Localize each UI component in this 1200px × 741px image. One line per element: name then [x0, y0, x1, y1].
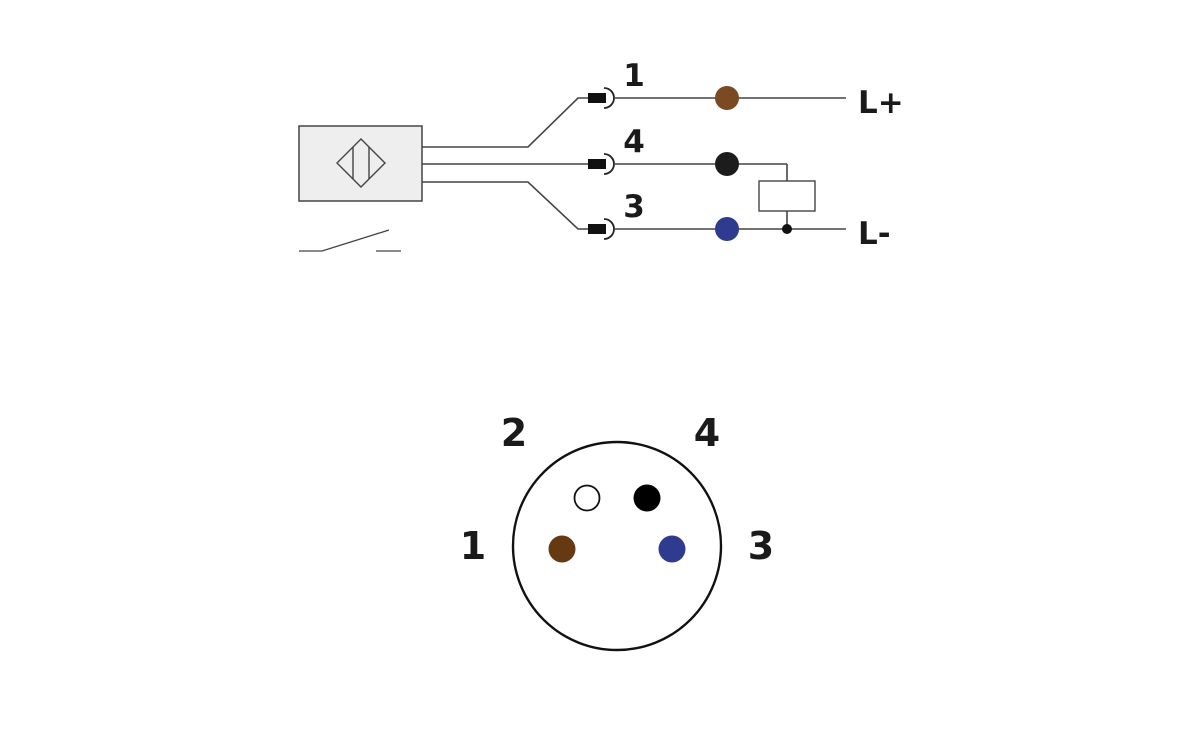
wire-1: 1 L+: [422, 58, 904, 148]
connector-plug-4: [588, 159, 606, 169]
wire-color-dot-4: [715, 152, 739, 176]
connector-pin-label-1: 1: [460, 524, 486, 568]
wire-4: 4: [422, 124, 788, 181]
supply-label-plus: L+: [858, 85, 904, 121]
connector-pin-2: [573, 484, 601, 512]
connector-pin-4: [633, 484, 661, 512]
connector-plug-1: [588, 93, 606, 103]
connector-pin-label-2: 2: [501, 411, 527, 455]
inductive-sensor-diamond-icon: [336, 138, 386, 188]
supply-label-minus: L-: [858, 216, 891, 252]
wire-3: 3 L-: [422, 181, 891, 252]
normally-open-switch-icon: [299, 229, 401, 252]
connector-plug-3: [588, 224, 606, 234]
connector-face: 2 4 1 3: [460, 411, 774, 652]
junction-dot: [782, 224, 792, 234]
connector-pin-1: [548, 535, 576, 563]
wire-color-dot-1: [715, 86, 739, 110]
sensor-body: [298, 125, 423, 202]
connector-pin-label-4: 4: [694, 411, 720, 455]
wire-pin-label-3: 3: [623, 189, 645, 225]
connector-pin-label-3: 3: [748, 524, 774, 568]
wire-pin-label-4: 4: [623, 124, 645, 160]
load-resistor-icon: [758, 180, 816, 234]
wire-color-dot-3: [715, 217, 739, 241]
wire-pin-label-1: 1: [623, 58, 645, 94]
connector-pin-3: [658, 535, 686, 563]
